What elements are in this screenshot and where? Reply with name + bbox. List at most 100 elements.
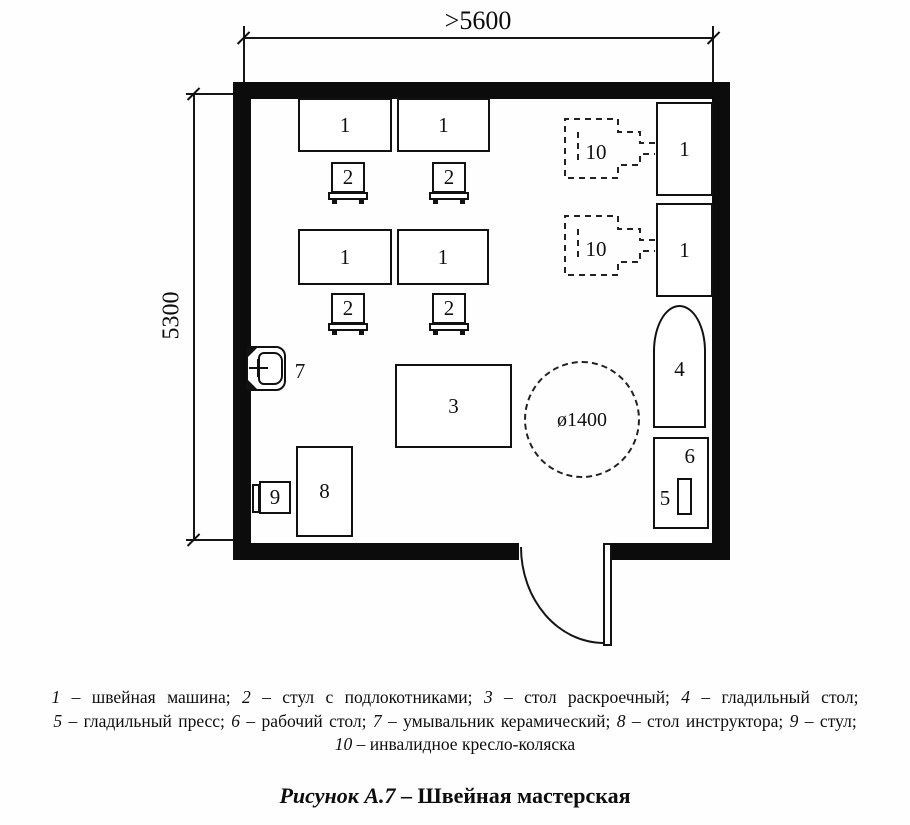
- dimension-height-line: [193, 93, 195, 540]
- sink-tap-cross: [257, 359, 259, 377]
- door-swing-arc: [520, 547, 604, 644]
- furniture-label: 5: [659, 485, 671, 510]
- instructor-table: 8: [296, 446, 353, 537]
- chair-seat: 2: [432, 293, 466, 324]
- chair-foot: [433, 331, 438, 335]
- furniture-label: 3: [448, 393, 459, 418]
- dimension-width-extension-right: [712, 26, 714, 82]
- sewing-machine-table: 1: [656, 102, 713, 196]
- legend-item-text: – гладильный стол;: [690, 687, 859, 707]
- legend-item-text: – стул;: [798, 710, 857, 731]
- legend-item-text: – швейная машина;: [60, 687, 243, 707]
- furniture-label: 2: [443, 296, 455, 320]
- chair-foot: [460, 331, 465, 335]
- wall-left: [233, 82, 251, 560]
- wheelchair-turning-circle: ø1400: [524, 361, 640, 478]
- furniture-label: 10: [585, 139, 607, 164]
- furniture-label: 1: [339, 244, 351, 269]
- sewing-machine-table: 1: [298, 229, 392, 285]
- armrest-chair: 2: [328, 162, 368, 204]
- chair-seat: 2: [331, 293, 365, 324]
- armrest-chair: 2: [429, 293, 469, 335]
- legend-item-text: – гладильный пресс;: [62, 710, 232, 731]
- ceramic-sink: [246, 346, 288, 392]
- dimension-width-extension-left: [243, 26, 245, 82]
- chair-foot: [332, 200, 337, 204]
- legend-item-number: 6: [231, 710, 241, 731]
- legend-item-number: 4: [681, 687, 691, 707]
- dimension-width-label: >5600: [444, 6, 512, 35]
- legend-line: 10 – инвалидное кресло-коляска: [4, 733, 906, 757]
- furniture-label: 1: [438, 112, 449, 137]
- furniture-label: 9: [269, 485, 281, 509]
- chair-seat: 2: [432, 162, 466, 193]
- chair-foot: [332, 331, 337, 335]
- legend-line: 1 – швейная машина; 2 – стул с подлокотн…: [4, 686, 906, 710]
- furniture-label: 7: [294, 358, 306, 383]
- cutting-table: 3: [395, 364, 512, 448]
- furniture-label: 1: [679, 237, 690, 262]
- sink-mount-mark: [248, 348, 257, 357]
- legend-item-text: – стул с подлокотниками;: [250, 687, 484, 707]
- armrest-chair: 2: [429, 162, 469, 204]
- turning-circle-label: ø1400: [557, 408, 607, 431]
- legend-item-number: 9: [789, 710, 799, 731]
- furniture-label: 1: [437, 244, 449, 269]
- chair-base: [328, 192, 368, 200]
- sewing-machine-table: 1: [397, 229, 489, 285]
- legend-item-text: – рабочий стол;: [240, 710, 373, 731]
- legend-item-number: 3: [483, 687, 493, 707]
- furniture-label: 6: [684, 444, 696, 468]
- caption-title: Швейная мастерская: [417, 783, 631, 808]
- sewing-machine-table: 1: [397, 98, 490, 152]
- legend: 1 – швейная машина; 2 – стул с подлокотн…: [4, 686, 906, 757]
- wheelchair-symbol: [564, 215, 655, 276]
- figure-caption: Рисунок А.7 – Швейная мастерская: [0, 783, 910, 809]
- chair-foot: [433, 200, 438, 204]
- ironing-press: [677, 478, 692, 515]
- wall-bottom-right-segment: [611, 543, 730, 560]
- legend-item-text: – инвалидное кресло-коляска: [352, 734, 576, 754]
- chair-base: [429, 192, 469, 200]
- stool-seat: 9: [259, 481, 291, 514]
- furniture-label: 1: [679, 136, 690, 161]
- sink-mount-mark: [248, 380, 257, 389]
- chair-base: [328, 323, 368, 331]
- chair-seat: 2: [331, 162, 365, 193]
- legend-item-text: – стол раскроечный;: [492, 687, 682, 707]
- dimension-height-extension-bottom: [186, 539, 234, 541]
- furniture-label: 2: [342, 296, 354, 320]
- legend-item-number: 7: [372, 710, 382, 731]
- furniture-label: 1: [339, 112, 351, 137]
- wall-top: [233, 82, 730, 99]
- furniture-label: 2: [342, 165, 354, 189]
- legend-item-text: – стол инструктора;: [625, 710, 790, 731]
- chair-base: [429, 323, 469, 331]
- furniture-label: 10: [585, 236, 607, 261]
- legend-line: 5 – гладильный пресс; 6 – рабочий стол; …: [4, 710, 906, 734]
- chair-foot: [460, 200, 465, 204]
- furniture-label: 8: [319, 479, 330, 503]
- wall-bottom-left-segment: [233, 543, 519, 560]
- caption-number: Рисунок А.7: [279, 783, 396, 808]
- armrest-chair: 2: [328, 293, 368, 335]
- caption-separator: –: [395, 783, 418, 808]
- dimension-height-extension-top: [186, 93, 234, 95]
- legend-item-number: 5: [53, 710, 63, 731]
- wheelchair-symbol: [564, 118, 655, 179]
- sewing-machine-table: 1: [656, 203, 713, 297]
- legend-item-number: 8: [616, 710, 626, 731]
- ironing-table: 4: [653, 305, 706, 428]
- dimension-width-line: [243, 37, 713, 39]
- legend-item-number: 2: [242, 687, 251, 707]
- furniture-label: 2: [443, 165, 455, 189]
- legend-item-number: 1: [51, 687, 61, 707]
- chair-foot: [359, 331, 364, 335]
- legend-item-number: 10: [334, 734, 353, 754]
- dimension-height-label: 5300: [158, 291, 185, 340]
- legend-item-text: – умывальник керамический;: [381, 710, 617, 731]
- wall-right: [712, 82, 730, 560]
- door-leaf: [603, 543, 612, 646]
- chair-foot: [359, 200, 364, 204]
